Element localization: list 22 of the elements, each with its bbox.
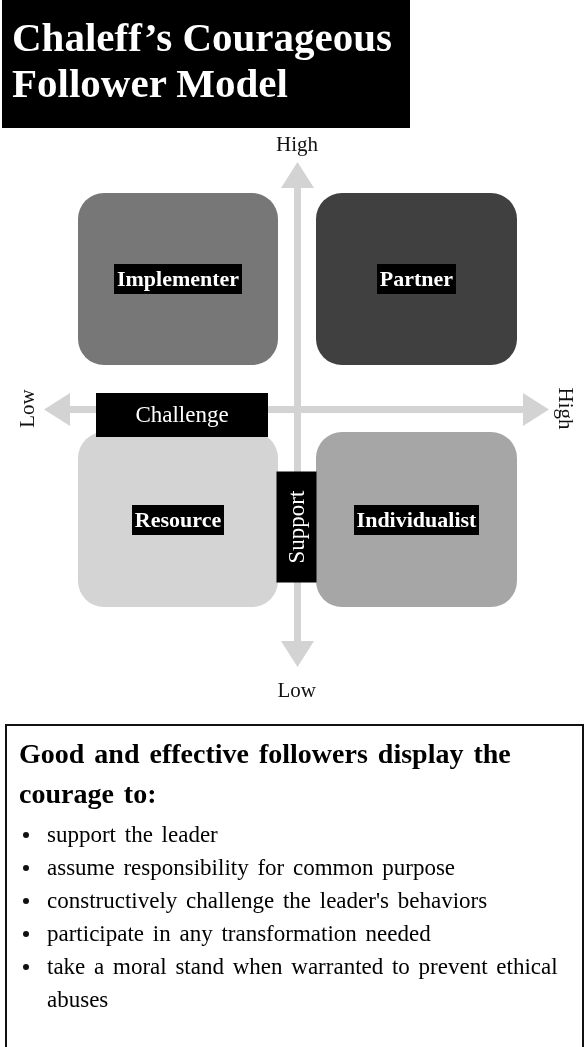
quadrant-box [78, 193, 278, 365]
axis-title: Support [276, 471, 316, 583]
text-panel [5, 724, 584, 1047]
quadrant-label: Partner [376, 264, 457, 294]
axis-title: Challenge [96, 393, 268, 437]
quadrant-label: Implementer [113, 264, 243, 294]
quadrant-box [78, 432, 278, 607]
quadrant-label: Individualist [353, 504, 480, 535]
bullet-item: support the leader [19, 818, 572, 851]
axis-label: High [276, 131, 318, 157]
bullet-item: take a moral stand when warranted to prevent ethical abuses [19, 950, 572, 1016]
quadrant-box [316, 193, 517, 365]
axis-label: Low [14, 388, 40, 428]
bullet-item: constructively challenge the leader's behaviors [19, 884, 572, 917]
axis-label: Low [277, 677, 316, 703]
bullet-item: assume responsibility for common purpose [19, 851, 572, 884]
panel-heading: Good and effective followers display the courage to: [19, 737, 512, 811]
quadrant-label: Resource [131, 504, 225, 535]
quadrant-box [316, 432, 517, 607]
bullet-item: participate in any transformation needed [19, 917, 572, 950]
axis-label: High [552, 387, 578, 429]
title-banner: Chaleff’s Courageous Follower Model [2, 0, 410, 128]
